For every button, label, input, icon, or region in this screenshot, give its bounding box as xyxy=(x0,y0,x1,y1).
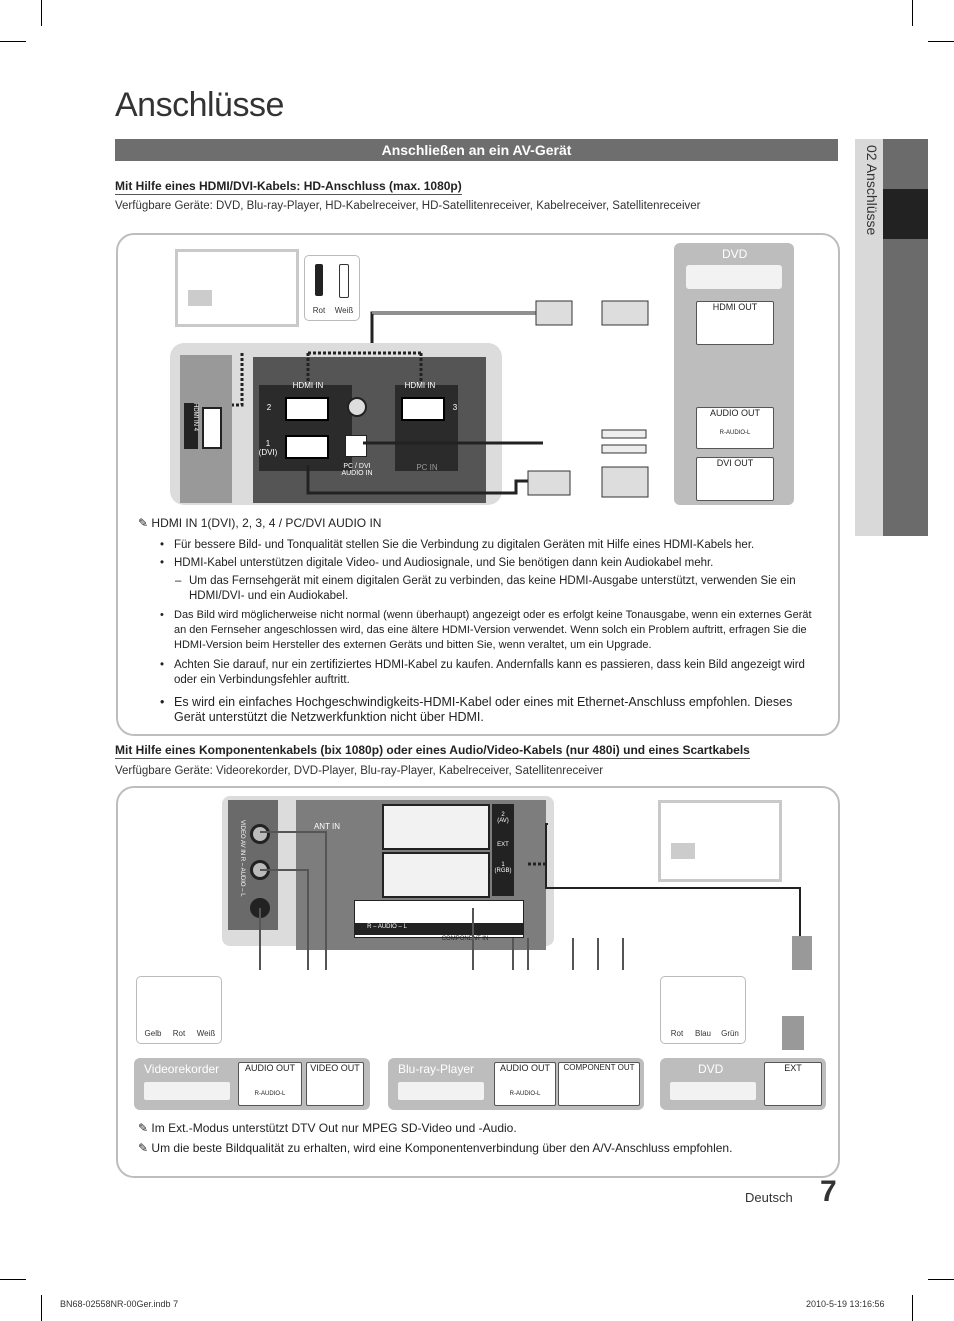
crop-mark xyxy=(928,1279,954,1280)
crop-mark xyxy=(912,0,913,26)
av-note-2: ✎ Um die beste Bildqualität zu erhalten,… xyxy=(138,1141,733,1155)
dvd-device-panel-2: DVD EXT xyxy=(660,1058,826,1110)
footer-timestamp: 2010-5-19 13:16:56 xyxy=(806,1299,885,1309)
bluray-device-panel: Blu-ray-Player AUDIO OUT R-AUDIO-L COMPO… xyxy=(388,1058,644,1110)
hdmi-note-title: ✎ HDMI IN 1(DVI), 2, 3, 4 / PC/DVI AUDIO… xyxy=(138,516,382,530)
hdmi-2-port xyxy=(285,397,329,421)
section-banner: Anschließen an ein AV-Gerät xyxy=(115,139,838,161)
crop-mark xyxy=(912,1295,913,1321)
footer-file: BN68-02558NR-00Ger.indb 7 xyxy=(60,1299,179,1309)
dvi-out-port: DVI OUT xyxy=(696,457,774,501)
rear-panel: HDMI IN HDMI IN 2 3 1 (DVI) PC / DVI AUD… xyxy=(253,357,486,503)
vcr-device-panel: Videorekorder AUDIO OUT R-AUDIO-L VIDEO … xyxy=(134,1058,370,1110)
bullet-5: Es wird ein einfaches Hochgeschwindigkei… xyxy=(160,695,820,725)
page-language: Deutsch xyxy=(745,1190,793,1205)
bullet-2: HDMI-Kabel unterstützen digitale Video- … xyxy=(160,556,820,571)
dvd-player-icon xyxy=(686,265,782,289)
headphone-jack xyxy=(347,397,367,417)
crop-mark xyxy=(41,1295,42,1321)
hdmi-3-port xyxy=(401,397,445,421)
section2-heading: Mit Hilfe eines Komponentenkabels (bix 1… xyxy=(115,743,750,759)
av-cable-lines xyxy=(259,823,812,1050)
hdmi-1-port xyxy=(285,435,329,459)
white-plug-icon xyxy=(339,264,349,298)
scart-1-port xyxy=(382,852,490,898)
section1-devices: Verfügbare Geräte: DVD, Blu-ray-Player, … xyxy=(115,200,701,212)
hdmi-4-port xyxy=(202,407,222,449)
hdmi-out-port: HDMI OUT xyxy=(696,301,774,345)
side-tab-marker xyxy=(883,189,928,239)
note-pencil-icon: ✎ xyxy=(138,1141,149,1155)
crop-mark xyxy=(928,41,954,42)
av-legend-left: Gelb Rot Weiß xyxy=(136,976,222,1044)
cable-lines xyxy=(232,300,649,498)
rca-legend: Rot Weiß xyxy=(304,255,360,321)
component-in-panel: R – AUDIO – L COMPONENT IN xyxy=(354,900,524,942)
side-tab-label: 02 Anschlüsse xyxy=(864,145,880,236)
rear-panel-2: ANT IN 2 (AV) EXT 1 (RGB) R – AUDIO – L … xyxy=(296,800,546,950)
red-plug-icon xyxy=(315,264,323,296)
crop-mark xyxy=(0,41,26,42)
page-title: Anschlüsse xyxy=(115,86,284,124)
section1-heading: Mit Hilfe eines HDMI/DVI-Kabels: HD-Ansc… xyxy=(115,179,462,195)
av-note-1: ✎ Im Ext.-Modus unterstützt DTV Out nur … xyxy=(138,1121,517,1135)
side-panel: HDMI IN 4 xyxy=(180,355,232,503)
crop-mark xyxy=(0,1279,26,1280)
scart-2-port xyxy=(382,804,490,850)
note-pencil-icon: ✎ xyxy=(138,1121,149,1135)
bullet-3: Das Bild wird möglicherweise nicht norma… xyxy=(160,608,820,653)
tv-illustration xyxy=(175,249,299,327)
av-diagram-box: VIDEO AV IN R – AUDIO – L ANT IN 2 (AV) … xyxy=(116,786,840,1178)
dash-item: – Um das Fernsehgerät mit einem digitale… xyxy=(175,575,796,602)
av-legend-right: Rot Blau Grün xyxy=(660,976,746,1044)
audio-out-port: AUDIO OUT R-AUDIO-L xyxy=(696,407,774,449)
tv-illustration-2 xyxy=(658,800,782,882)
bullet-4: Achten Sie darauf, nur ein zertifizierte… xyxy=(160,658,820,688)
bullet-1: Für bessere Bild- und Tonqualität stelle… xyxy=(160,538,820,553)
dvd-device-panel: DVD HDMI OUT AUDIO OUT R-AUDIO-L DVI OUT xyxy=(674,243,794,505)
crop-mark xyxy=(41,0,42,26)
pc-dvi-audio-jack xyxy=(345,435,367,457)
page-number: 7 xyxy=(820,1175,837,1208)
note-pencil-icon: ✎ xyxy=(138,516,149,530)
section2-devices: Verfügbare Geräte: Videorekorder, DVD-Pl… xyxy=(115,765,604,777)
